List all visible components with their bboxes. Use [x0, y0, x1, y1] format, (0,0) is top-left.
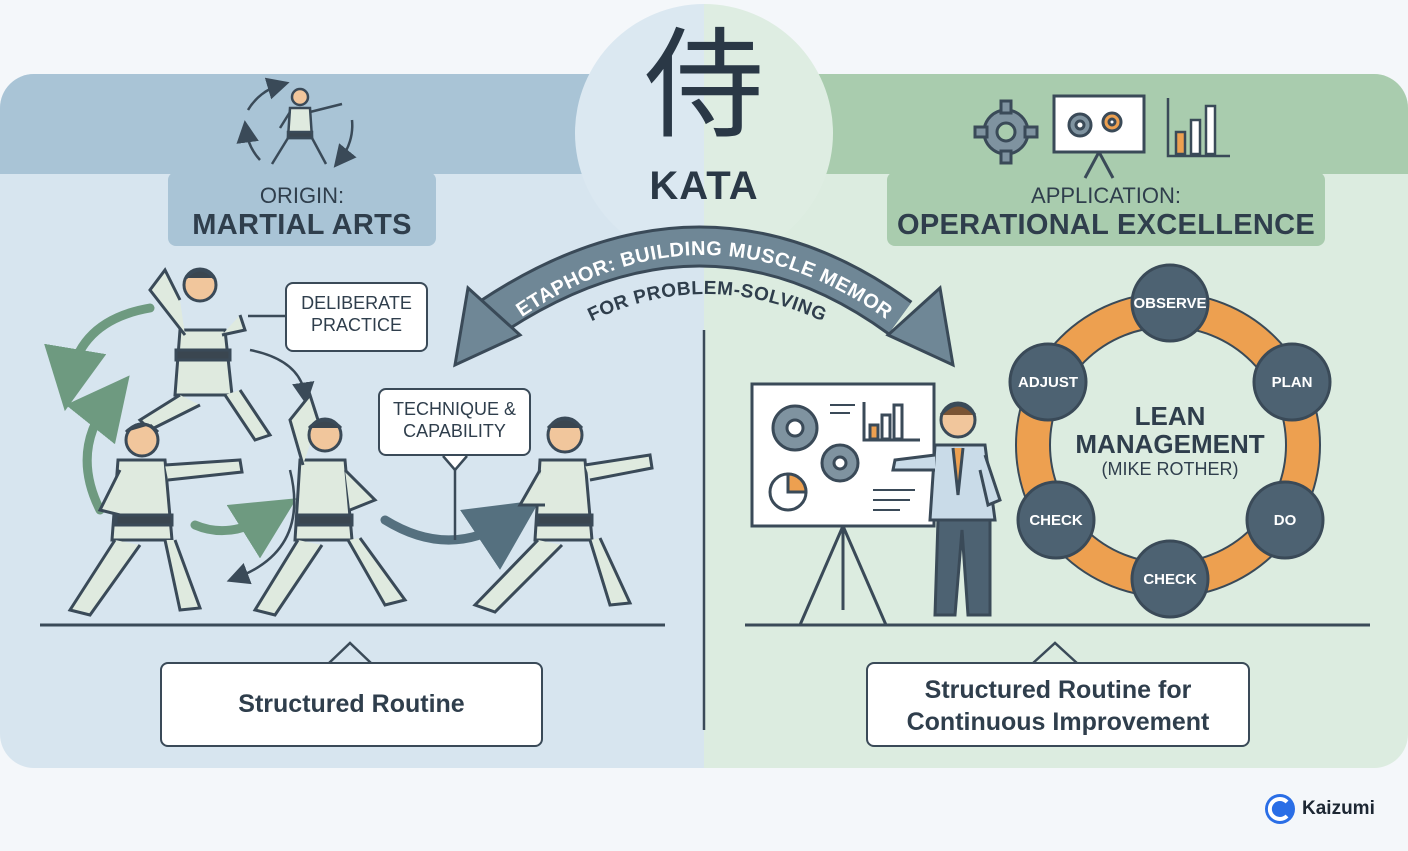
lean-subtitle: (MIKE ROTHER) [1101, 459, 1239, 479]
brand-name: Kaizumi [1302, 798, 1375, 819]
application-title: OPERATIONAL EXCELLENCE [896, 209, 1315, 241]
presentation-board-icon [1052, 94, 1146, 179]
node-adjust [1008, 342, 1088, 422]
node-observe [1130, 263, 1210, 343]
structured-routine-text: Structured Routine [238, 690, 465, 718]
karate-figure-punch [67, 422, 244, 617]
label-adjust: ADJUST [1018, 374, 1078, 391]
structured-routine-box: Structured Routine [160, 662, 543, 747]
lean-management-label: LEAN MANAGEMENT (MIKE ROTHER) [1062, 402, 1278, 480]
node-do [1245, 480, 1325, 560]
application-header: APPLICATION: OPERATIONAL EXCELLENCE [887, 172, 1325, 246]
svg-text:METAPHOR: BUILDING MUSCLE MEMO: METAPHOR: BUILDING MUSCLE MEMORY [0, 0, 896, 324]
karate-figure-stance [472, 416, 654, 614]
node-check-left [1016, 480, 1096, 560]
svg-text:FOR PROBLEM-SOLVING: FOR PROBLEM-SOLVING [585, 278, 830, 326]
kanji-character: 侍 [644, 17, 764, 156]
karate-figure-block [252, 391, 408, 617]
martial-artist-icon [236, 77, 357, 168]
karate-figure-jump [137, 267, 273, 442]
origin-title: MARTIAL ARTS [192, 209, 412, 241]
presentation-easel [750, 382, 936, 626]
label-do: DO [1274, 512, 1297, 529]
callout-line: CAPABILITY [403, 421, 506, 441]
lean-title-line: MANAGEMENT [1075, 429, 1265, 459]
continuous-improvement-line: Structured Routine for [924, 676, 1192, 704]
continuous-improvement-line: Continuous Improvement [906, 708, 1210, 736]
pdca-nodes [1008, 263, 1332, 619]
node-plan [1252, 342, 1332, 422]
node-check-bottom [1130, 539, 1210, 619]
pdca-node-labels: OBSERVE PLAN DO CHECK CHECK ADJUST [1018, 295, 1312, 588]
callout-line: DELIBERATE [301, 293, 412, 313]
technique-tail [442, 455, 468, 472]
deliberate-practice-callout: DELIBERATE PRACTICE [285, 282, 428, 352]
kata-title: KATA [649, 164, 759, 208]
origin-header: ORIGIN: MARTIAL ARTS [168, 172, 436, 246]
left-box-pointer [327, 641, 373, 665]
presenter-figure [891, 401, 1002, 617]
lean-title-line: LEAN [1134, 401, 1206, 431]
brand-logo: Kaizumi [1262, 792, 1392, 826]
callout-line: PRACTICE [310, 315, 402, 335]
gear-icon [973, 99, 1039, 165]
right-box-pointer [1031, 641, 1079, 665]
thin-motion-arrows [226, 348, 457, 585]
origin-label: ORIGIN: [259, 183, 345, 208]
continuous-improvement-box: Structured Routine for Continuous Improv… [866, 662, 1250, 747]
practice-cycle-arrows [44, 303, 540, 570]
technique-capability-callout: TECHNIQUE & CAPABILITY [378, 388, 531, 456]
label-plan: PLAN [1272, 374, 1313, 391]
label-check-left: CHECK [1029, 512, 1083, 529]
label-check-bottom: CHECK [1143, 571, 1197, 588]
label-observe: OBSERVE [1133, 295, 1206, 312]
kaizumi-logo-icon [1265, 794, 1295, 824]
metaphor-line2: FOR PROBLEM-SOLVING [585, 278, 830, 326]
kata-emblem [575, 4, 833, 262]
metaphor-line1: METAPHOR: BUILDING MUSCLE MEMORY [0, 0, 896, 324]
bar-chart-icon [1166, 98, 1230, 158]
application-label: APPLICATION: [1031, 183, 1181, 208]
callout-line: TECHNIQUE & [392, 399, 516, 419]
